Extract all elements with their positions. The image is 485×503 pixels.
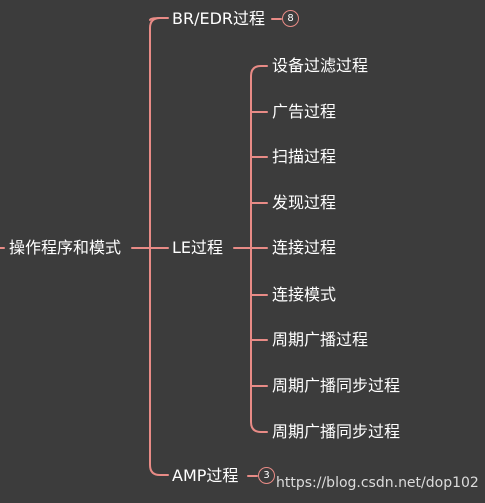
collapsed-count-badge-br-edr[interactable]: 8 [282,10,299,27]
le-child-periodic-advertising-sync-2[interactable]: 周期广播同步过程 [272,422,401,441]
branch-br-edr[interactable]: BR/EDR过程 [172,9,266,28]
le-child-periodic-advertising-sync-1[interactable]: 周期广播同步过程 [272,376,401,395]
branch-le[interactable]: LE过程 [172,238,224,257]
le-child-scanning[interactable]: 扫描过程 [272,147,337,166]
le-child-discovery[interactable]: 发现过程 [272,193,337,212]
collapsed-count-badge-amp[interactable]: 3 [258,467,275,484]
root-node[interactable]: 操作程序和模式 [9,238,122,257]
le-child-connection-procedure[interactable]: 连接过程 [272,238,337,257]
branch-br-edr-connector [149,17,169,21]
le-child-connection-mode[interactable]: 连接模式 [272,285,337,304]
le-child-periodic-advertising[interactable]: 周期广播过程 [272,330,369,349]
watermark-url: https://blog.csdn.net/dop102 [276,475,479,491]
branch-amp[interactable]: AMP过程 [172,466,239,485]
le-child-device-filtering[interactable]: 设备过滤过程 [272,56,369,75]
level1-trunk [149,17,161,476]
le-child-advertising[interactable]: 广告过程 [272,102,337,121]
